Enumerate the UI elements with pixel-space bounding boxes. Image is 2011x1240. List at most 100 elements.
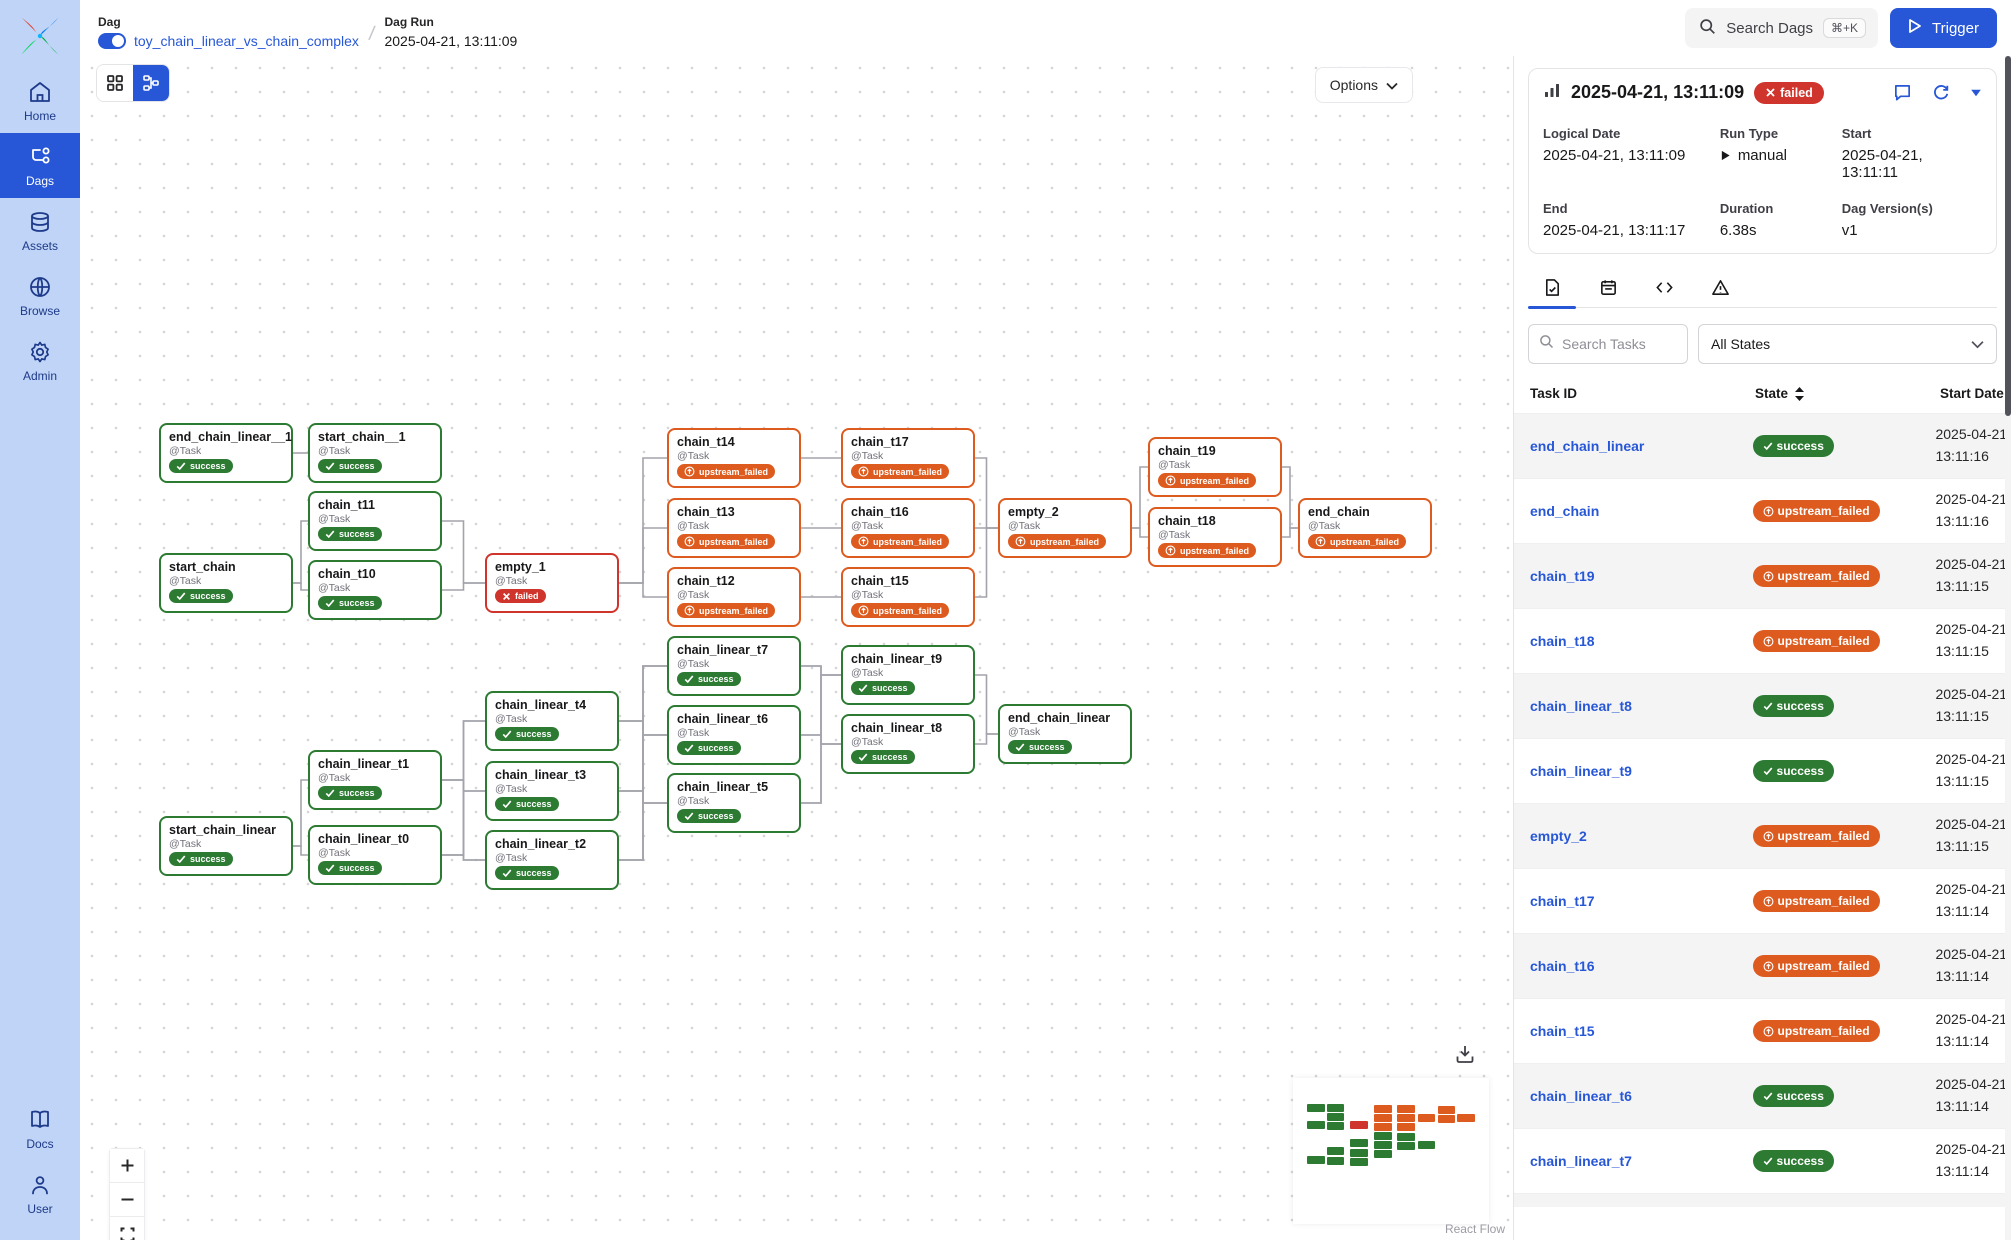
start-date-cell: 2025-04-21,13:11:15 bbox=[1935, 816, 2011, 854]
dag-run-label: Dag Run bbox=[384, 15, 434, 29]
zoom-in-button[interactable] bbox=[110, 1149, 144, 1183]
dag-pause-toggle[interactable] bbox=[98, 33, 126, 49]
minimap-node bbox=[1326, 1157, 1345, 1165]
zoom-out-button[interactable] bbox=[110, 1183, 144, 1217]
react-flow-attribution: React Flow bbox=[1444, 1222, 1505, 1236]
dag-run-value: 2025-04-21, 13:11:09 bbox=[384, 33, 518, 49]
tab-events[interactable] bbox=[1696, 270, 1744, 307]
clear-run-icon[interactable] bbox=[1932, 84, 1950, 102]
sidebar-item-assets[interactable]: Assets bbox=[0, 198, 80, 263]
task-id-link[interactable]: chain_t19 bbox=[1530, 568, 1595, 584]
task-id-link[interactable]: chain_t17 bbox=[1530, 893, 1595, 909]
task-id-link[interactable]: chain_linear_t8 bbox=[1530, 698, 1632, 714]
sidebar-item-docs[interactable]: Docs bbox=[0, 1096, 80, 1161]
state-badge-upstream_failed: upstream_failed bbox=[677, 534, 776, 549]
sidebar-item-label: Browse bbox=[19, 304, 60, 318]
state-badge-upstream_failed: upstream_failed bbox=[1752, 825, 1880, 847]
task-id-link[interactable]: chain_t16 bbox=[1530, 958, 1595, 974]
start-date-cell: 2025-04-21,13:11:14 bbox=[1935, 1011, 2011, 1049]
graph-minimap[interactable] bbox=[1293, 1078, 1489, 1224]
minimap-node bbox=[1307, 1121, 1325, 1130]
node-type: @Task bbox=[1308, 520, 1341, 532]
sidebar-item-browse[interactable]: Browse bbox=[0, 263, 80, 328]
minimap-node bbox=[1374, 1104, 1392, 1113]
task-id-link[interactable]: chain_linear_t9 bbox=[1530, 763, 1632, 779]
notes-icon[interactable] bbox=[1893, 83, 1912, 102]
tab-task-instances[interactable] bbox=[1528, 270, 1576, 309]
task-id-link[interactable]: chain_t15 bbox=[1530, 1023, 1595, 1039]
task-id-link[interactable]: empty_2 bbox=[1530, 828, 1587, 844]
node-title: chain_linear_t2 bbox=[495, 837, 587, 851]
tab-code[interactable] bbox=[1640, 270, 1688, 307]
state-badge-upstream_failed: upstream_failed bbox=[1008, 534, 1107, 549]
download-graph-button[interactable] bbox=[1452, 1042, 1478, 1068]
node-title: chain_t12 bbox=[677, 574, 735, 588]
search-dags-button[interactable]: Search Dags ⌘+K bbox=[1685, 8, 1879, 48]
task-id-link[interactable]: chain_linear_t6 bbox=[1530, 1088, 1632, 1104]
sidebar-item-dags[interactable]: Dags bbox=[0, 133, 80, 198]
col-start-date[interactable]: Start Date bbox=[1940, 386, 2004, 401]
sidebar-item-user[interactable]: User bbox=[0, 1161, 80, 1226]
state-badge-success: success bbox=[169, 852, 233, 866]
task-id-link[interactable]: chain_linear_t7 bbox=[1530, 1153, 1632, 1169]
minimap-node bbox=[1397, 1142, 1415, 1151]
trigger-button[interactable]: Trigger bbox=[1890, 8, 1997, 48]
more-actions-icon[interactable] bbox=[1970, 89, 1982, 97]
start-date-cell: 2025-04-21,13:11:15 bbox=[1935, 621, 2011, 659]
state-filter-select[interactable]: All States bbox=[1698, 324, 1997, 364]
start-date-cell: 2025-04-21,13:11:15 bbox=[1935, 686, 2011, 724]
dag-name-link[interactable]: toy_chain_linear_vs_chain_complex bbox=[134, 33, 359, 49]
col-state[interactable]: State bbox=[1755, 386, 1890, 401]
minimap-node bbox=[1350, 1157, 1368, 1166]
fit-view-button[interactable] bbox=[110, 1217, 144, 1240]
panel-scrollbar[interactable] bbox=[2005, 56, 2011, 1240]
sidebar-item-home[interactable]: Home bbox=[0, 68, 80, 133]
node-type: @Task bbox=[677, 658, 710, 670]
airflow-logo-icon[interactable] bbox=[18, 14, 62, 58]
task-id-link[interactable]: end_chain_linear bbox=[1530, 438, 1645, 454]
grid-view-button[interactable] bbox=[97, 65, 133, 101]
graph-view-button[interactable] bbox=[133, 65, 169, 101]
node-title: end_chain_linear bbox=[1008, 711, 1111, 725]
task-id-link[interactable]: end_chain bbox=[1530, 503, 1600, 519]
tab-backfills[interactable] bbox=[1584, 270, 1632, 307]
node-type: @Task bbox=[169, 575, 202, 587]
node-type: @Task bbox=[851, 520, 884, 532]
node-title: chain_linear_t7 bbox=[677, 643, 769, 657]
task-search-input[interactable] bbox=[1562, 336, 1672, 352]
minimap-node bbox=[1437, 1115, 1456, 1123]
task-id-link[interactable]: chain_t18 bbox=[1530, 633, 1595, 649]
sidebar-item-admin[interactable]: Admin bbox=[0, 328, 80, 393]
options-button[interactable]: Options bbox=[1314, 67, 1413, 103]
state-badge-upstream_failed: upstream_failed bbox=[1752, 565, 1880, 587]
